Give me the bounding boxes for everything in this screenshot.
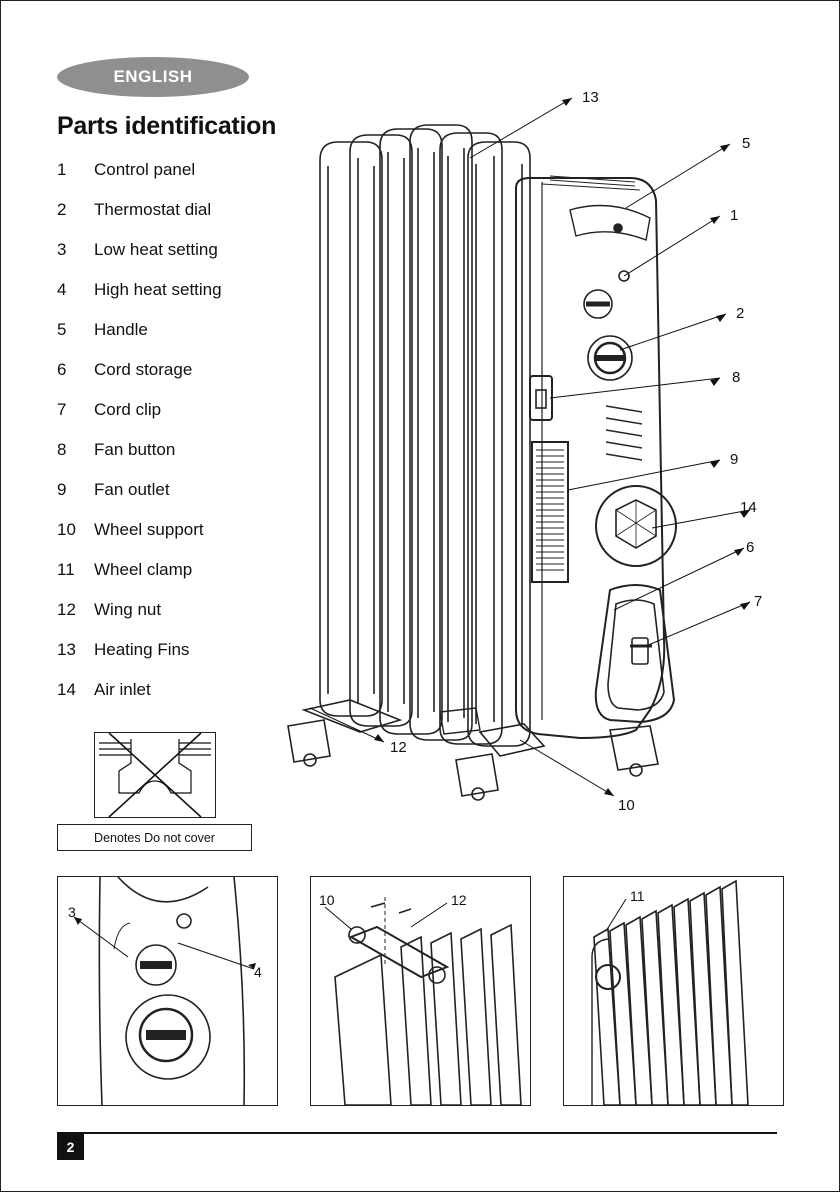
page-number: 2 [57,1133,84,1160]
part-label: Cord storage [94,358,192,398]
callout-3: 3 [68,904,76,920]
callout-10: 10 [618,797,635,814]
part-label: High heat setting [94,278,222,318]
part-number: 14 [57,678,94,718]
part-label: Cord clip [94,398,161,438]
part-label: Control panel [94,158,195,198]
callout-1: 1 [730,207,738,224]
part-number: 8 [57,438,94,478]
part-number: 1 [57,158,94,198]
part-label: Wheel clamp [94,558,192,598]
part-number: 6 [57,358,94,398]
callout-2: 2 [736,305,744,322]
part-label: Fan outlet [94,478,170,518]
part-label: Fan button [94,438,175,478]
part-label: Handle [94,318,148,358]
part-label: Wheel support [94,518,204,558]
wheel-support-drawing: 10 12 [311,877,530,1105]
part-number: 7 [57,398,94,438]
part-label: Wing nut [94,598,161,638]
callout-11: 11 [630,888,645,904]
callout-4: 4 [254,964,262,980]
callout-14: 14 [740,499,757,516]
part-label: Thermostat dial [94,198,211,238]
heater-illustration: 13 5 1 2 8 9 14 6 7 12 10 [280,80,800,820]
part-label: Low heat setting [94,238,218,278]
callout-7: 7 [754,593,762,610]
detail-wheel-clamp: 11 [563,876,784,1106]
part-number: 13 [57,638,94,678]
part-number: 11 [57,558,94,598]
callout-13: 13 [582,89,599,106]
do-not-cover-icon [95,733,215,817]
callout-8: 8 [732,369,740,386]
callout-5: 5 [742,135,750,152]
callout-9: 9 [730,451,738,468]
part-number: 2 [57,198,94,238]
part-number: 12 [57,598,94,638]
callout-10-detail: 10 [319,892,335,908]
page-title: Parts identification [57,112,276,141]
warning-legend: Denotes Do not cover [57,824,252,851]
footer-rule [57,1132,777,1134]
part-number: 5 [57,318,94,358]
part-number: 9 [57,478,94,518]
detail-wheel-support: 10 12 [310,876,531,1106]
callout-6: 6 [746,539,754,556]
language-label: ENGLISH [113,67,192,87]
control-dials-drawing: 3 4 [58,877,277,1105]
part-label: Air inlet [94,678,151,718]
part-number: 3 [57,238,94,278]
language-tab: ENGLISH [57,57,249,97]
part-label: Heating Fins [94,638,189,678]
part-number: 10 [57,518,94,558]
oil-heater-drawing: 13 5 1 2 8 9 14 6 7 12 10 [280,80,800,820]
do-not-cover-symbol [94,732,216,818]
part-number: 4 [57,278,94,318]
wheel-clamp-drawing: 11 [564,877,783,1105]
callout-12-detail: 12 [451,892,467,908]
detail-control-panel: 3 4 [57,876,278,1106]
callout-12: 12 [390,739,407,756]
